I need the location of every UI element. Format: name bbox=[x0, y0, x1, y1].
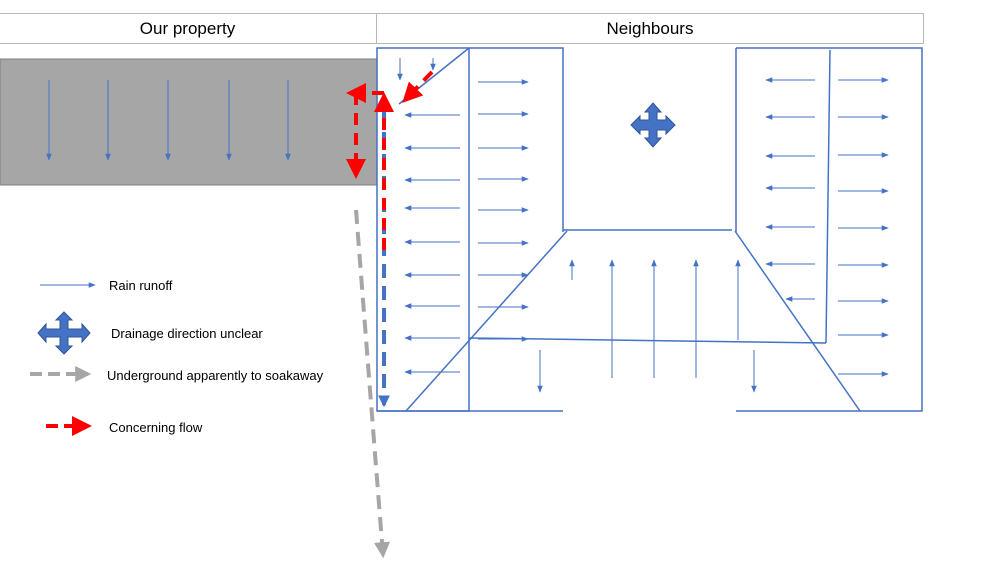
concerning-flow-arrows bbox=[346, 70, 434, 250]
center-left-runoff-arrows bbox=[478, 79, 529, 342]
legend-soakaway-label: Underground apparently to soakaway bbox=[107, 368, 324, 383]
our-property-header: Our property bbox=[0, 13, 377, 44]
neighbours-header: Neighbours bbox=[376, 13, 924, 44]
lower-runoff-arrows bbox=[537, 350, 757, 393]
left-wing-runoff-arrows bbox=[397, 58, 460, 375]
our-roof bbox=[0, 58, 378, 186]
right-wing-runoff-arrows bbox=[765, 77, 889, 377]
legend-concerning-flow-label: Concerning flow bbox=[109, 420, 203, 435]
neighbour-building-outline bbox=[376, 47, 923, 412]
legend-drainage-unclear-icon bbox=[37, 311, 91, 355]
legend-drainage-unclear-label: Drainage direction unclear bbox=[111, 326, 263, 341]
center-up-runoff-arrows bbox=[569, 259, 741, 378]
drainage-unclear-icon bbox=[630, 102, 676, 148]
our-roof-runoff-arrows bbox=[46, 80, 291, 161]
soakaway-path bbox=[354, 209, 390, 559]
legend-rain-runoff-label: Rain runoff bbox=[109, 278, 173, 293]
